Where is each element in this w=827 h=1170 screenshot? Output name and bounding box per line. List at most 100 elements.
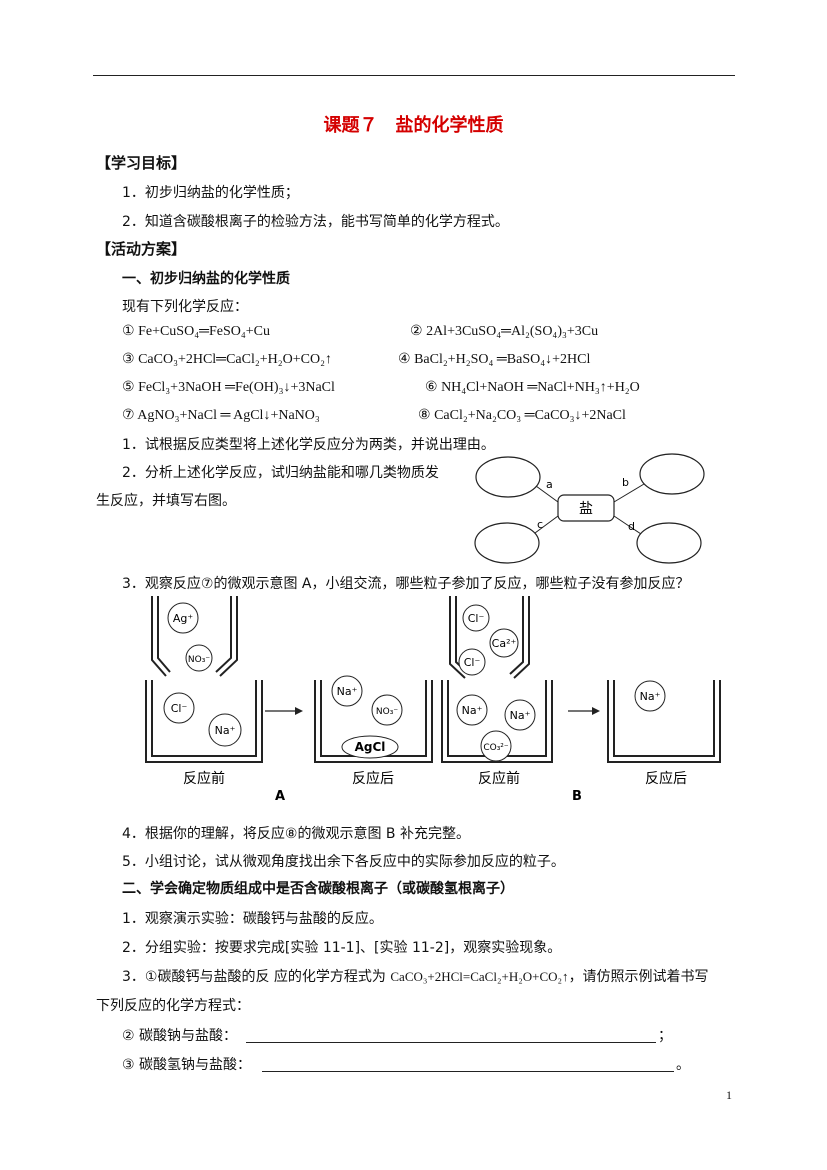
reaction-5: ⑤ FeCl₃+3NaOH ═Fe(OH)₃↓+3NaCl (122, 380, 335, 395)
salt-mindmap: 盐 a b c d (474, 453, 705, 564)
question-5: 5．小组讨论，试从微观角度找出余下各反应中的实际参加反应的粒子。 (122, 854, 565, 870)
mindmap-bubble-c[interactable] (474, 522, 540, 564)
mindmap-link-a (535, 485, 559, 503)
reaction-4: ④ BaCl₂+H₂SO₄ ═BaSO₄↓+2HCl (398, 352, 591, 367)
ion-Cl-B1 (462, 604, 490, 632)
goal-item-1: 1．初步归纳盐的化学性质； (122, 185, 299, 201)
dropper-B-left (449, 596, 466, 679)
ion-label-cl-b1: Cl⁻ (468, 612, 485, 625)
dropper-A-left (151, 596, 167, 677)
exercise-sodium-carbonate-blank[interactable] (246, 1042, 656, 1043)
mindmap-link-d (613, 515, 642, 535)
ion-Ag+ (167, 602, 199, 634)
question-3: 3．观察反应⑦的微观示意图 A，小组交流，哪些粒子参加了反应，哪些粒子没有参加反… (122, 576, 690, 592)
ion-Na+-B-after (634, 680, 666, 712)
label-A: A (275, 789, 285, 804)
caption-B-before: 反应前 (478, 770, 520, 787)
mindmap-link-c (534, 515, 559, 534)
beaker-B-after-outer (607, 680, 721, 763)
mindmap-label-d: d (628, 520, 635, 533)
dropper-A-left-inner (157, 596, 171, 673)
ion-label-ca: Ca²⁺ (492, 637, 517, 650)
part2-heading: 二、学会确定物质组成中是否含碳酸根离子（或碳酸氢根离子） (122, 881, 514, 897)
ion-CO3 (480, 730, 512, 762)
ion-NO3-drop (185, 644, 213, 672)
dropper-B-right (513, 596, 530, 679)
header-rule (93, 75, 735, 76)
arrow-B-head (592, 707, 600, 715)
goal-item-2: 2．知道含碳酸根离子的检验方法，能书写简单的化学方程式。 (122, 214, 509, 230)
reaction-3: ③ CaCO₃+2HCl═CaCl₂+H₂O+CO₂↑ (122, 352, 332, 367)
reaction-8: ⑧ CaCl₂+Na₂CO₃ ═CaCO₃↓+2NaCl (418, 408, 626, 423)
ion-label-na: Na⁺ (215, 724, 236, 737)
activity-heading: 【活动方案】 (96, 240, 187, 258)
mindmap-link-b (613, 483, 645, 503)
exercise-sodium-bicarbonate-end: 。 (676, 1057, 690, 1073)
micro-diagram: Ag⁺ NO₃⁻ Cl⁻ Na⁺ Na⁺ NO₃⁻ AgCl Cl⁻ Ca²⁺ … (145, 596, 721, 804)
ion-NO3-after (371, 694, 403, 726)
ion-Ca2+ (489, 628, 519, 658)
caption-B-after: 反应后 (645, 770, 687, 787)
diagram-A-before (145, 596, 263, 763)
reactions-intro: 现有下列化学反应： (122, 299, 248, 315)
ion-Cl-B2 (458, 648, 486, 676)
label-AgCl: AgCl (355, 740, 386, 754)
exercise-sodium-bicarbonate-blank[interactable] (262, 1071, 674, 1072)
diagram-B-after (607, 680, 721, 763)
page-title: 课题７ 盐的化学性质 (323, 115, 504, 136)
label-B: B (572, 789, 582, 804)
caption-A-before: 反应前 (183, 770, 225, 787)
ion-label-na-after: Na⁺ (337, 685, 358, 698)
ion-label-no3-after: NO₃⁻ (376, 707, 398, 717)
ion-label-no3: NO₃⁻ (188, 655, 210, 665)
reaction-6: ⑥ NH₄Cl+NaOH ═NaCl+NH₃↑+H₂O (425, 380, 640, 395)
mindmap-bubble-d[interactable] (636, 522, 702, 564)
part2-item-2: 2．分组实验：按要求完成[实验 11-1]、[实验 11-2]，观察实验现象。 (122, 940, 562, 956)
example-equation: CaCO₃+2HCl=CaCl₂+H₂O+CO₂↑ (390, 969, 569, 984)
ion-label-cl: Cl⁻ (171, 702, 188, 715)
mindmap-label-a: a (546, 478, 553, 491)
part2-item-3: 3．①碳酸钙与盐酸的反 应的化学方程式为 CaCO₃+2HCl=CaCl₂+H₂… (122, 969, 709, 985)
ion-label-na-b1: Na⁺ (462, 704, 483, 717)
reaction-2: ② 2Al+3CuSO₄═Al₂(SO₄)₃+3Cu (410, 324, 599, 339)
dropper-A-right (219, 596, 238, 677)
ion-label-ag: Ag⁺ (173, 612, 194, 625)
ion-label-na-b-after: Na⁺ (640, 690, 661, 703)
beaker-A-before-inner (151, 680, 257, 757)
question-1: 1．试根据反应类型将上述化学反应分为两类，并说出理由。 (122, 437, 495, 453)
ion-Cl-before (163, 692, 195, 724)
beaker-B-before-outer (441, 680, 553, 763)
ion-Na+-B1 (456, 694, 488, 726)
reaction-1: ① Fe+CuSO₄═FeSO₄+Cu (122, 324, 271, 339)
beaker-A-before-outer (145, 680, 263, 763)
question-2-line2: 生反应，并填写右图。 (96, 493, 236, 509)
ion-label-cl-b2: Cl⁻ (464, 656, 481, 669)
mindmap-center-label: 盐 (579, 501, 593, 517)
ion-label-na-b2: Na⁺ (510, 709, 531, 722)
mindmap-bubble-a[interactable] (475, 456, 541, 498)
dropper-A-right-inner (215, 596, 232, 673)
part2-item-1: 1．观察演示实验：碳酸钙与盐酸的反应。 (122, 911, 383, 927)
part2-item-3-cont: 下列反应的化学方程式： (96, 998, 250, 1014)
mindmap-label-c: c (537, 518, 543, 531)
exercise-sodium-carbonate-end: ； (658, 1028, 672, 1044)
question-4: 4．根据你的理解，将反应⑧的微观示意图 B 补充完整。 (122, 826, 470, 842)
reaction-7: ⑦ AgNO₃+NaCl ═ AgCl↓+NaNO₃ (122, 408, 320, 423)
exercise-sodium-bicarbonate-label: ③ 碳酸氢钠与盐酸： (122, 1057, 252, 1073)
caption-A-after: 反应后 (352, 770, 394, 787)
mindmap-label-b: b (622, 476, 629, 489)
beaker-B-after-inner (613, 680, 715, 757)
beaker-A-after-outer (314, 680, 433, 763)
dropper-B-right-inner (509, 596, 524, 675)
mindmap-bubble-b[interactable] (639, 453, 705, 495)
question-2-line1: 2．分析上述化学反应，试归纳盐能和哪几类物质发 (122, 465, 439, 481)
goals-heading: 【学习目标】 (96, 154, 187, 172)
arrow-A-head (295, 707, 303, 715)
exercise-sodium-carbonate-label: ② 碳酸钠与盐酸： (122, 1028, 238, 1044)
precipitate-AgCl (341, 735, 399, 759)
ion-Na+-B2 (504, 699, 536, 731)
page-number: 1 (726, 1088, 732, 1102)
ion-label-co3: CO₃²⁻ (483, 743, 509, 753)
mindmap-center-box (557, 494, 615, 522)
ion-Na+-after (331, 675, 363, 707)
